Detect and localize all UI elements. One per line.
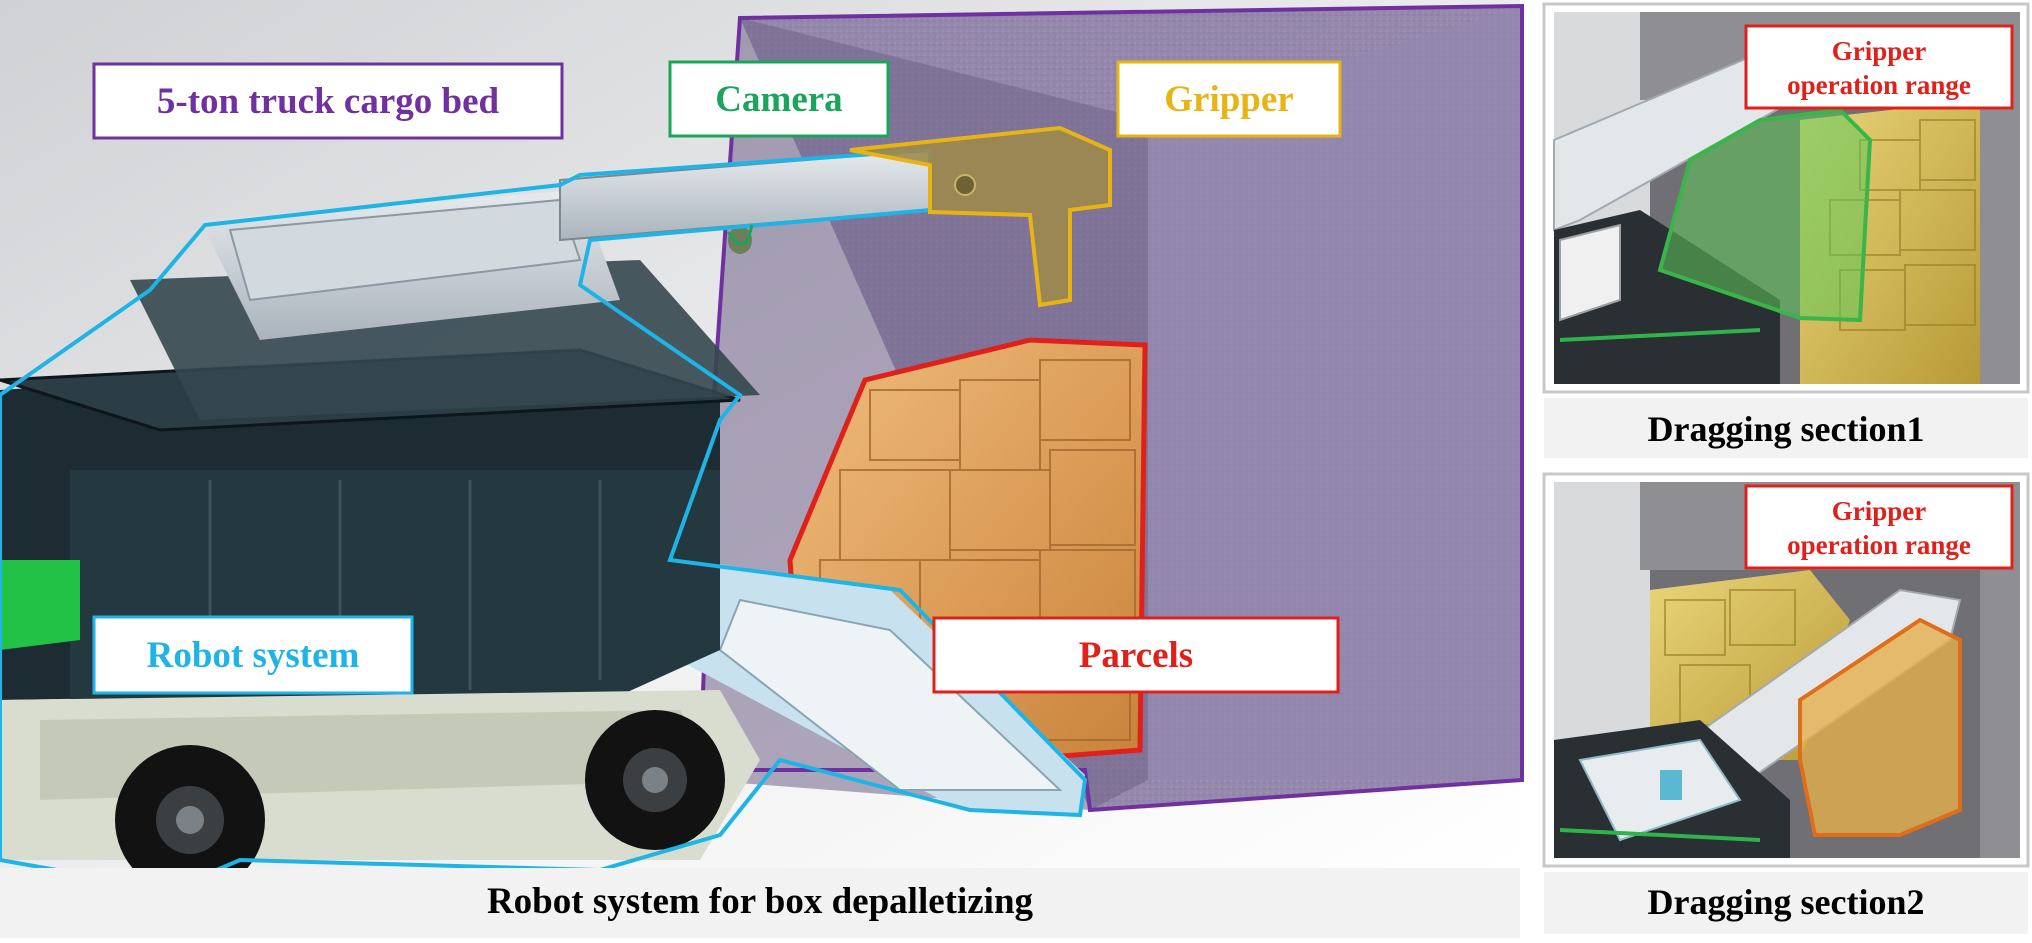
label-cargo-bed-text: 5-ton truck cargo bed <box>157 81 500 122</box>
main-panel: 5-ton truck cargo bed Camera Gripper Rob… <box>0 0 1524 938</box>
side1-caption-bar <box>1544 398 2028 458</box>
side2-range-label-line2: operation range <box>1787 530 1971 560</box>
main-caption-bar <box>0 868 1520 938</box>
label-camera: Camera <box>668 60 890 138</box>
main-caption: Robot system for box depalletizing <box>487 881 1034 922</box>
camera-marker <box>726 224 754 246</box>
side1-caption: Dragging section1 <box>1648 409 1925 449</box>
label-robot-system-text: Robot system <box>147 635 360 676</box>
side2-caption: Dragging section2 <box>1648 882 1925 922</box>
side-panel-1: Gripper operation range Dragging section… <box>1542 2 2030 458</box>
label-gripper: Gripper <box>1116 60 1342 138</box>
label-cargo-bed: 5-ton truck cargo bed <box>92 62 564 140</box>
gripper-part <box>849 125 1112 308</box>
side2-caption-bar <box>1544 872 2028 934</box>
label-camera-text: Camera <box>715 79 842 120</box>
label-parcels-text: Parcels <box>1079 635 1193 676</box>
side-panel-2: Gripper operation range Dragging section… <box>1542 472 2030 934</box>
side1-range-label-line1: Gripper <box>1832 36 1927 66</box>
label-robot-system: Robot system <box>92 615 414 695</box>
label-parcels: Parcels <box>932 616 1340 694</box>
side2-range-label-line1: Gripper <box>1832 496 1927 526</box>
side1-range-label-line2: operation range <box>1787 70 1971 100</box>
label-gripper-text: Gripper <box>1164 79 1293 120</box>
